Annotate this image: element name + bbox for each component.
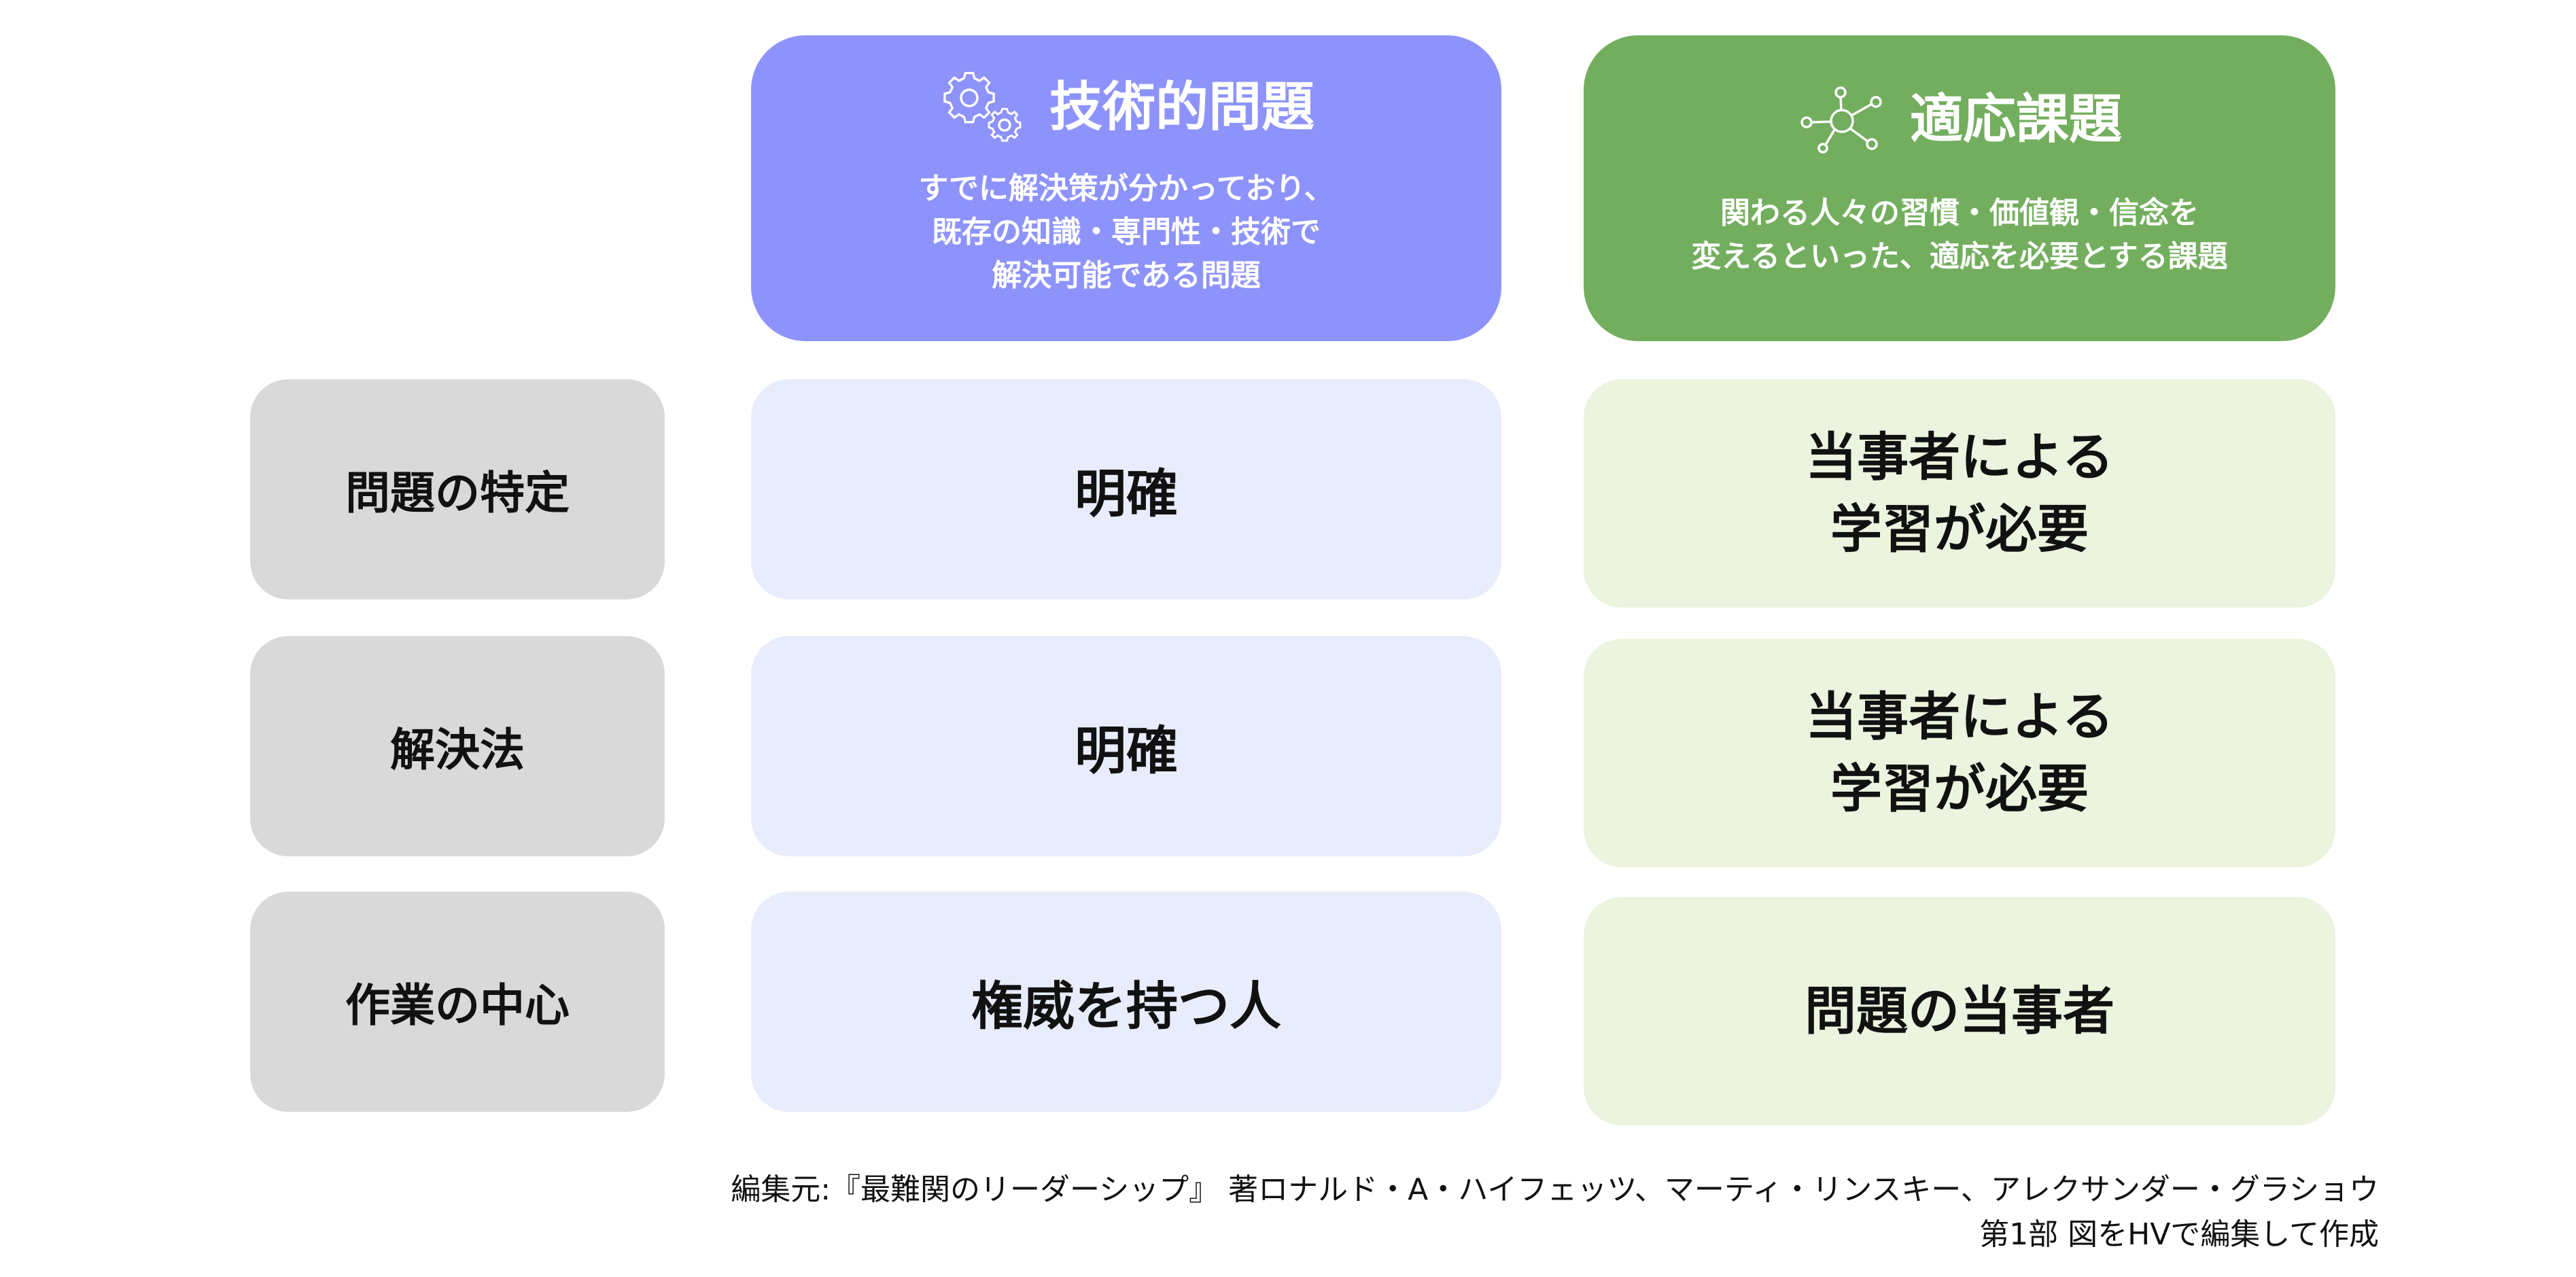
- adaptive-challenge-header: 適応課題 関わる人々の習慣・価値観・信念を 変えるといった、適応を必要とする課題: [1584, 35, 2335, 341]
- technical-description-line: すでに解決策が分かっており、: [918, 171, 1334, 206]
- source-line: 第1部 図をHVで編集して作成: [1979, 1217, 2379, 1252]
- adaptive-title: 適応課題: [1909, 89, 2122, 151]
- adaptive-cell-work-focus: 問題の当事者: [1584, 897, 2335, 1125]
- adaptive-cell-problem-identification: 当事者による 学習が必要: [1584, 379, 2335, 608]
- adaptive-cell-solution: 当事者による 学習が必要: [1584, 639, 2335, 867]
- row-label-work-focus: 作業の中心: [250, 892, 665, 1112]
- technical-cell-solution: 明確: [751, 636, 1501, 856]
- row-label-solution: 解決法: [250, 636, 665, 856]
- technical-cell-problem-identification: 明確: [751, 379, 1501, 599]
- adaptive-description-line: 変えるといった、適応を必要とする課題: [1691, 239, 2228, 274]
- technical-description-line: 既存の知識・専門性・技術で: [931, 214, 1321, 249]
- adaptive-cell-line: 当事者による: [1805, 686, 2114, 747]
- adaptive-description: 関わる人々の習慣・価値観・信念を 変えるといった、適応を必要とする課題: [1691, 192, 2227, 279]
- network-nodes-icon: [1797, 83, 1885, 158]
- adaptive-cell-line: 学習が必要: [1830, 758, 2089, 819]
- technical-title: 技術的問題: [1049, 77, 1315, 139]
- technical-problem-header: 技術的問題 すでに解決策が分かっており、 既存の知識・専門性・技術で 解決可能で…: [751, 35, 1501, 341]
- source-line: 編集元:『最難関のリーダーシップ』 著ロナルド・A・ハイフェッツ、マーティ・リン…: [731, 1172, 2379, 1207]
- technical-title-row: 技術的問題: [938, 68, 1315, 148]
- adaptive-cell-line: 問題の当事者: [1805, 980, 2114, 1041]
- adaptive-cell-line: 学習が必要: [1830, 499, 2089, 559]
- technical-cell-work-focus: 権威を持つ人: [751, 892, 1501, 1112]
- adaptive-cell-line: 当事者による: [1805, 426, 2114, 487]
- technical-description-line: 解決可能である問題: [992, 258, 1261, 293]
- adaptive-description-line: 関わる人々の習慣・価値観・信念を: [1720, 196, 2199, 230]
- row-label-problem-identification: 問題の特定: [250, 379, 665, 599]
- adaptive-title-row: 適応課題: [1797, 83, 2122, 158]
- gears-icon: [938, 68, 1025, 148]
- technical-description: すでに解決策が分かっており、 既存の知識・専門性・技術で 解決可能である問題: [918, 167, 1334, 297]
- source-citation: 編集元:『最難関のリーダーシップ』 著ロナルド・A・ハイフェッツ、マーティ・リン…: [731, 1168, 2379, 1257]
